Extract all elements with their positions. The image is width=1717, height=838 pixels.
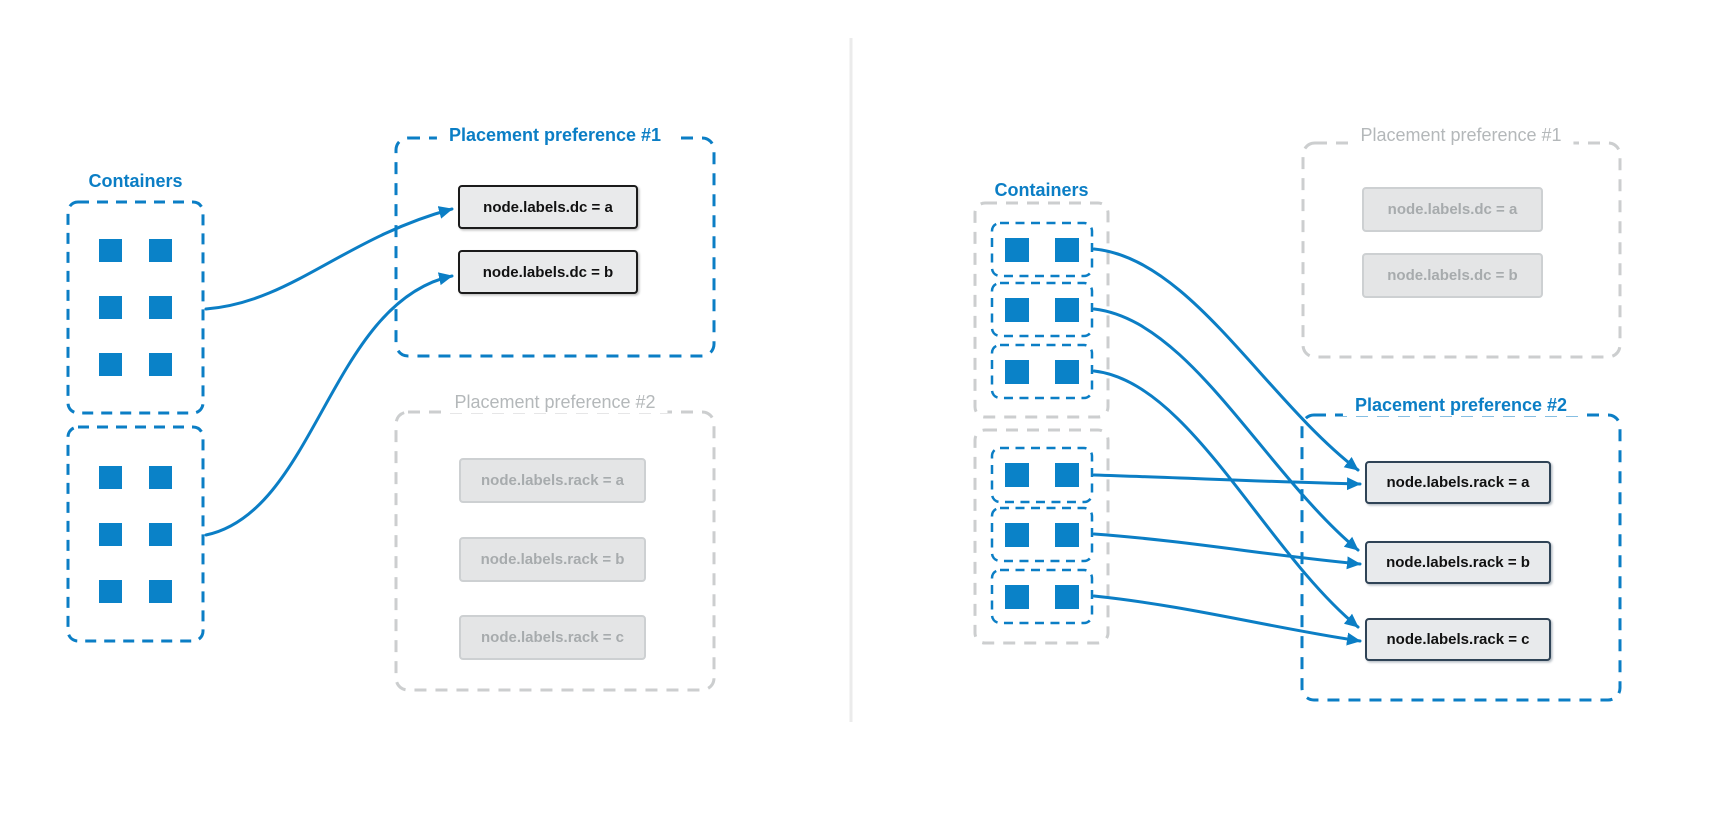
container-square [99,353,122,376]
right-pp2-item-rack-a: node.labels.rack = a [1365,461,1551,504]
container-square [99,579,122,603]
right-container-group-5 [992,508,1092,561]
arrow-right-group1-to-rack-a [1092,247,1360,472]
right-container-group3-frame [990,343,1094,400]
right-pp1-title: Placement preference #1 [1348,124,1574,146]
container-square [99,522,122,546]
right-container-group6-frame [990,568,1094,625]
right-container-group-6 [992,570,1092,623]
left-pp1-item-dc-a: node.labels.dc = a [458,185,638,229]
left-container-group-2 [68,427,203,641]
container-square [1005,297,1029,322]
right-pp1-frame [1301,141,1622,359]
left-containers-label: Containers [88,171,183,191]
container-square [1005,237,1029,262]
right-containers-label: Containers [994,180,1089,200]
arrow-right-group2-to-rack-b [1092,307,1360,552]
right-pp2-item-rack-b: node.labels.rack = b [1365,541,1551,584]
container-square [1055,463,1079,487]
right-container-group-2 [992,283,1092,336]
container-square [1005,359,1029,384]
right-container-group5-frame [990,506,1094,563]
arrow-right-group4-to-rack-a [1092,473,1362,491]
container-square [1055,297,1079,322]
left-pp2-item-rack-c: node.labels.rack = c [459,615,646,660]
arrow-left-group2-to-dc-b [204,272,454,537]
container-square [149,579,172,603]
arrow-left-group1-to-dc-a [204,206,454,311]
container-square [149,522,172,546]
container-square [1055,359,1079,384]
right-container-group4-frame [990,446,1094,504]
left-container-group1-frame [66,200,205,415]
right-pp2-item-rack-c: node.labels.rack = c [1365,618,1551,661]
container-square [1055,237,1079,262]
container-square [149,296,172,319]
container-square [1005,522,1029,547]
container-square [1005,584,1029,609]
right-pp2-title: Placement preference #2 [1342,394,1580,416]
container-square [1005,463,1029,487]
right-container-group-1 [992,223,1092,276]
arrow-right-group3-to-rack-c [1092,369,1360,629]
left-pp2-item-rack-b: node.labels.rack = b [459,537,646,582]
left-pp1-item-dc-b: node.labels.dc = b [458,250,638,294]
container-square [99,465,122,489]
container-square [149,353,172,376]
left-pp2-title: Placement preference #2 [442,391,668,413]
right-pp1-item-dc-b: node.labels.dc = b [1362,253,1543,298]
left-container-group2-frame [66,425,205,643]
right-container-group2-frame [990,281,1094,338]
container-square [99,296,122,319]
left-container-group-1 [68,202,203,413]
arrow-right-group6-to-rack-c [1092,594,1362,646]
right-container-group-3 [992,345,1092,398]
container-square [1055,522,1079,547]
left-pp1-frame [394,136,716,358]
right-container-group1-frame [990,221,1094,278]
right-pp1-item-dc-a: node.labels.dc = a [1362,187,1543,232]
left-pp1-title: Placement preference #1 [436,124,674,146]
container-square [1055,584,1079,609]
container-square [149,239,172,262]
container-square [149,465,172,489]
left-pp2-item-rack-a: node.labels.rack = a [459,458,646,503]
right-container-group-4 [992,448,1092,502]
container-square [99,239,122,262]
arrow-right-group5-to-rack-b [1092,532,1362,570]
